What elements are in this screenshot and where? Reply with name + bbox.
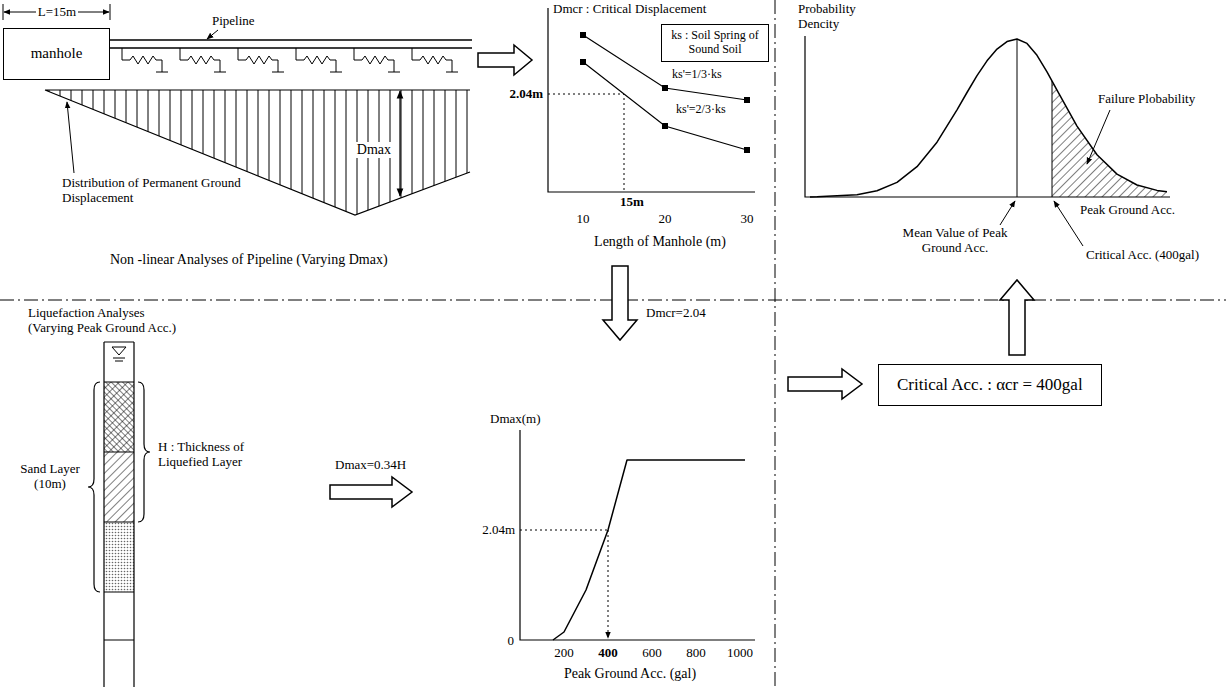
flow-arrow	[478, 45, 532, 75]
sand-layer	[104, 522, 134, 592]
data-marker	[580, 32, 586, 38]
box-text: Critical Acc. : αcr = 400gal	[897, 375, 1083, 395]
tick-label: 200	[554, 646, 574, 661]
brace	[138, 382, 150, 522]
soil-spring	[296, 48, 342, 72]
tick-label: 20	[659, 212, 672, 227]
leader-line	[1000, 201, 1015, 225]
density-curve	[810, 39, 1167, 197]
axis-title: Dmax(m)	[490, 412, 541, 427]
brace	[88, 382, 100, 592]
displacement-hatch	[45, 90, 470, 215]
liquefied-sand	[104, 452, 134, 522]
data-marker	[662, 123, 668, 129]
soil-spring	[122, 48, 168, 72]
manhole-box: manhole	[3, 28, 110, 80]
flow-arrow	[603, 266, 637, 340]
dimension-label: Dmax	[355, 142, 393, 158]
soil-springs	[122, 48, 458, 72]
dmax-arrow	[399, 91, 400, 196]
tick-label: 600	[642, 646, 662, 661]
formula-label: Dmcr=2.04	[646, 306, 706, 321]
axis-title: Length of Manhole (m)	[594, 234, 726, 250]
pipeline	[110, 40, 472, 48]
flow-arrow	[788, 369, 862, 399]
data-series	[583, 62, 747, 150]
panel-caption: Non -linear Analyses of Pipeline (Varyin…	[110, 252, 388, 268]
tick-label: 0	[508, 634, 515, 649]
leader-line	[207, 30, 218, 39]
part-label: Pipeline	[212, 14, 255, 29]
note-label: Distribution of Permanent Ground Displac…	[62, 176, 242, 206]
chart-axes	[520, 430, 755, 640]
tick-label: 10	[577, 212, 590, 227]
callout-label: Critical Acc. (400gal)	[1086, 248, 1199, 263]
axis-title: Peak Ground Acc.	[1080, 203, 1175, 218]
reference-line	[1017, 39, 1052, 197]
data-marker	[580, 59, 586, 65]
axis-value: 2.04m	[482, 523, 515, 538]
panel-divider	[775, 0, 776, 687]
result-box: Critical Acc. : αcr = 400gal	[878, 364, 1102, 406]
axis-value: 2.04m	[509, 87, 543, 102]
box-text: ks : Soil Spring of Sound Soil	[666, 29, 764, 57]
tick-label: 30	[741, 212, 754, 227]
dimension-label: L=15m	[36, 5, 78, 20]
legend-box: ks : Soil Spring of Sound Soil	[661, 24, 769, 62]
box-text: manhole	[31, 45, 83, 62]
callout-label: Mean Value of Peak Ground Acc.	[890, 226, 1020, 256]
water-table-symbol	[112, 347, 126, 355]
guide-line	[548, 94, 624, 192]
flow-arrow	[1000, 280, 1034, 355]
axis-title: Dmcr : Critical Displacement	[553, 2, 706, 17]
liquefied-sand	[104, 382, 134, 452]
guide-line	[608, 530, 609, 638]
dimension-tick	[3, 4, 110, 20]
displacement-distribution	[45, 90, 470, 215]
chart-axes	[805, 36, 1170, 197]
bracket-label: Sand Layer (10m)	[13, 462, 87, 492]
callout-label: Failure Plobability	[1098, 92, 1195, 107]
soil-spring	[412, 48, 458, 72]
soil-spring	[180, 48, 226, 72]
series-label: ks'=2/3·ks	[676, 103, 726, 117]
series-label: ks'=1/3·ks	[672, 68, 722, 82]
leader-line	[1054, 201, 1083, 246]
leader-line	[1087, 110, 1110, 164]
soil-spring	[354, 48, 400, 72]
data-series	[553, 460, 745, 640]
soil-spring	[238, 48, 284, 72]
axis-value: 15m	[620, 195, 644, 210]
water-table-symbol	[113, 358, 125, 361]
tick-label: 1000	[727, 646, 753, 661]
formula-label: Dmax=0.34H	[335, 458, 406, 473]
liquefied-sand	[104, 382, 134, 452]
guide-line	[520, 530, 608, 531]
axis-title: Peak Ground Acc. (gal)	[564, 666, 696, 682]
data-marker	[744, 97, 750, 103]
axis-title: Probability Dencity	[798, 2, 878, 32]
bracket-label: H : Thickness of Liquefied Layer	[158, 440, 283, 470]
data-marker	[662, 85, 668, 91]
tick-label: 400	[598, 646, 618, 661]
leader-line	[67, 102, 74, 173]
data-marker	[744, 147, 750, 153]
flow-arrow	[330, 477, 412, 507]
panel-caption: Liquefaction Analyses (Varying Peak Grou…	[28, 306, 193, 336]
soil-column	[104, 342, 134, 687]
tick-label: 800	[686, 646, 706, 661]
